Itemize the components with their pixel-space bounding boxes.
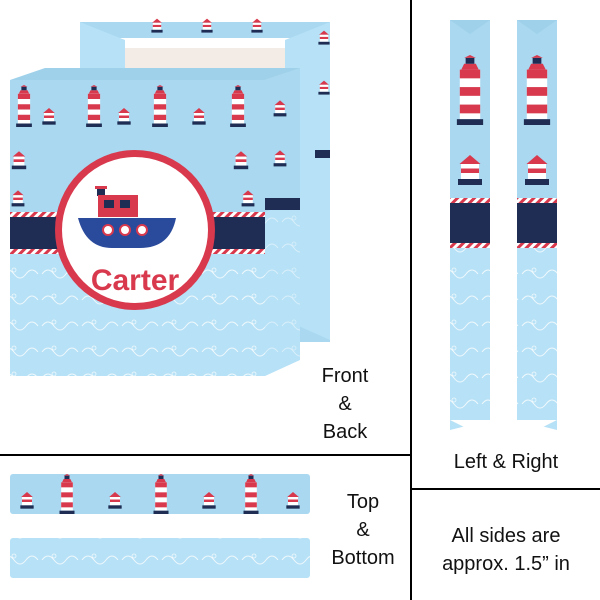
caption-line: All sides are [451, 525, 561, 547]
left-strip [450, 20, 490, 430]
caption-line: Left & Right [453, 451, 559, 473]
caption-line: & [338, 393, 352, 415]
right-strip [517, 20, 557, 430]
size-note: All sides are approx. 1.5” in [412, 522, 600, 578]
caption-line: & [356, 519, 370, 541]
vertical-divider [410, 0, 412, 600]
horizontal-divider-right [410, 488, 600, 490]
left-right-caption: Left & Right [412, 448, 600, 476]
caption-line: Front [321, 365, 369, 387]
caption-line: approx. 1.5” in [442, 553, 570, 575]
caption-line: Back [322, 421, 368, 443]
front-canvas: Carter [10, 68, 300, 376]
front-back-caption: Front & Back [310, 362, 380, 446]
bottom-strip [10, 538, 310, 578]
caption-line: Bottom [331, 547, 395, 569]
top-strip [10, 474, 310, 514]
name-label: Carter [91, 264, 180, 297]
top-bottom-caption: Top & Bottom [318, 488, 408, 572]
horizontal-divider-left [0, 454, 411, 456]
tugboat-icon [78, 186, 176, 248]
caption-line: Top [346, 491, 380, 513]
